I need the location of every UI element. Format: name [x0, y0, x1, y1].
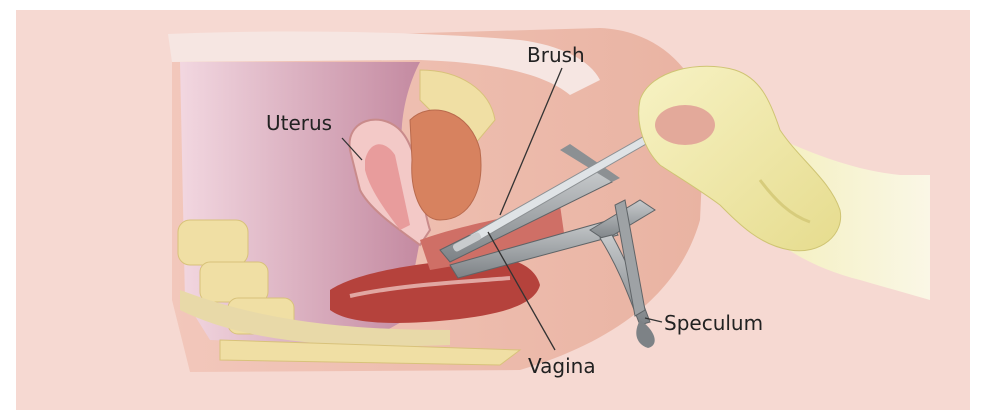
label-vagina: Vagina	[528, 354, 596, 378]
glove-opening	[655, 105, 715, 145]
label-brush: Brush	[527, 43, 585, 67]
label-uterus: Uterus	[266, 111, 332, 135]
label-speculum: Speculum	[664, 311, 763, 335]
